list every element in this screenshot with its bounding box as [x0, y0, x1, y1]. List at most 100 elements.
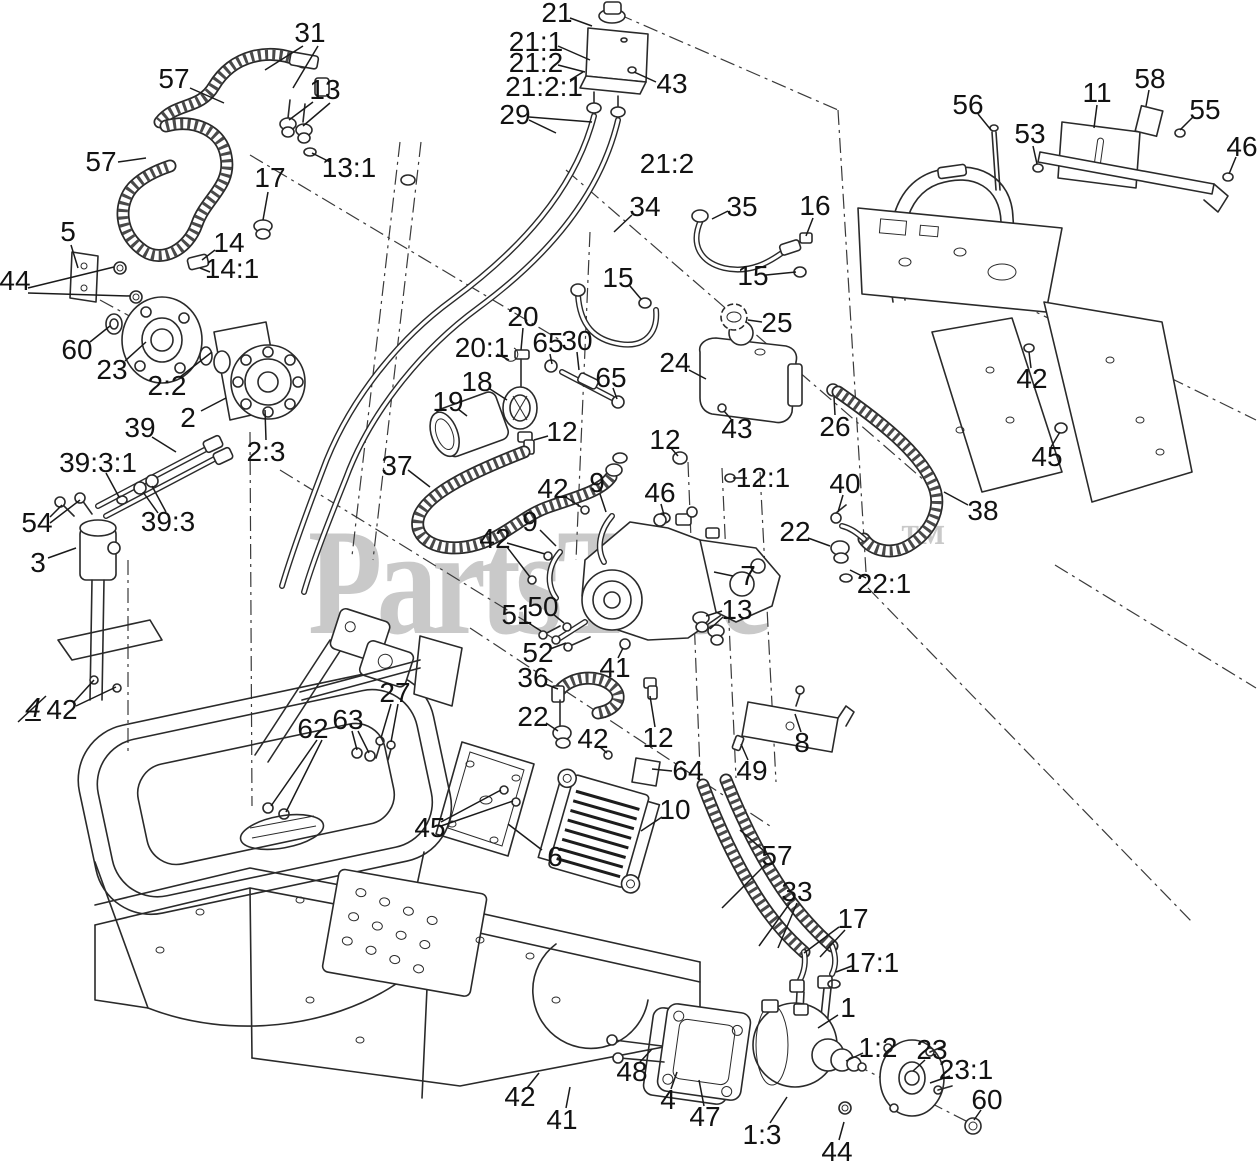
reservoir-24 — [698, 303, 840, 424]
callout-31: 31 — [294, 17, 326, 48]
callout-27: 27 — [379, 677, 411, 708]
hose-37 — [411, 445, 628, 555]
callout-57: 57 — [85, 146, 117, 177]
callout-26: 26 — [819, 411, 851, 442]
callout-46: 46 — [1226, 131, 1258, 162]
callout-12: 12 — [649, 424, 681, 455]
callout-45: 45 — [1031, 441, 1063, 472]
reservoir-21 — [579, 1, 649, 118]
callout-51: 51 — [501, 599, 533, 630]
callout-37: 37 — [381, 450, 413, 481]
hopper — [57, 607, 463, 1027]
hose-57-upper — [153, 48, 310, 129]
callout-36: 36 — [517, 662, 549, 693]
callout-2-3: 2:3 — [246, 436, 286, 467]
callout-4: 4 — [25, 692, 41, 723]
machine-frame-right — [857, 104, 1234, 503]
callout-34: 34 — [629, 191, 661, 222]
callout-49: 49 — [736, 755, 768, 786]
pump-2-assembly — [69, 251, 306, 421]
callout-7: 7 — [740, 560, 756, 591]
callout-30: 30 — [561, 325, 593, 356]
hose-35 — [691, 209, 813, 278]
callout-44: 44 — [821, 1136, 853, 1167]
callout-35: 35 — [726, 191, 758, 222]
callout-12: 12 — [546, 416, 578, 447]
callout-1: 1 — [840, 992, 856, 1023]
callout-6: 6 — [547, 841, 563, 872]
callout-53: 53 — [1014, 118, 1046, 149]
callout-29: 29 — [499, 99, 531, 130]
callout-23: 23 — [96, 354, 128, 385]
callout-3: 3 — [30, 547, 46, 578]
callout-42: 42 — [1016, 363, 1048, 394]
callout-14-1: 14:1 — [204, 253, 260, 284]
hose-57-loop — [116, 117, 234, 262]
callout-47: 47 — [689, 1101, 721, 1132]
callout-40: 40 — [829, 468, 861, 499]
callout-5: 5 — [60, 216, 76, 247]
callout-39-3-1: 39:3:1 — [59, 447, 137, 478]
callout-22: 22 — [517, 701, 549, 732]
hose-38 — [657, 385, 944, 583]
callout-11: 11 — [1082, 77, 1112, 108]
callout-52: 52 — [522, 637, 554, 668]
callout-21-2: 21:2 — [508, 47, 564, 78]
callout-17: 17 — [254, 162, 286, 193]
callout-65: 65 — [595, 362, 627, 393]
callout-21-1: 21:1 — [508, 26, 564, 57]
callout-18: 18 — [461, 366, 493, 397]
callout-20-1: 20:1 — [454, 332, 510, 363]
callout-2: 2 — [180, 402, 196, 433]
callout-15: 15 — [737, 260, 769, 291]
hoses-57-bottom — [696, 773, 841, 1031]
bottom-frame — [94, 867, 701, 1099]
callout-50: 50 — [527, 591, 559, 622]
callout-41: 41 — [599, 652, 631, 683]
callout-4: 4 — [660, 1084, 676, 1115]
callout-60: 60 — [971, 1084, 1003, 1115]
callout-23-1: 23:1 — [938, 1054, 994, 1085]
callout-42: 42 — [46, 694, 78, 725]
callout-44: 44 — [0, 265, 31, 296]
callout-42: 42 — [504, 1081, 536, 1112]
callout-43: 43 — [721, 413, 753, 444]
callout-15: 15 — [602, 262, 634, 293]
callout-57: 57 — [158, 63, 190, 94]
callout-42: 42 — [479, 523, 511, 554]
callout-22: 22 — [779, 516, 811, 547]
callout-16: 16 — [799, 190, 831, 221]
callout-14: 14 — [213, 227, 245, 258]
callout-17-1: 17:1 — [844, 947, 900, 978]
callout-22-1: 22:1 — [856, 568, 912, 599]
callout-9: 9 — [589, 467, 605, 498]
callout-65: 65 — [532, 327, 564, 358]
callout-46: 46 — [644, 477, 676, 508]
hoses-29 — [279, 113, 621, 595]
callout-2-2: 2:2 — [147, 370, 187, 401]
callout-39-3: 39:3 — [140, 506, 196, 537]
callout-56: 56 — [952, 89, 984, 120]
callout-12-1: 12:1 — [735, 462, 791, 493]
callout-13: 13 — [721, 594, 753, 625]
callout-54: 54 — [21, 507, 53, 538]
filter-19 — [429, 347, 625, 458]
callout-9: 9 — [522, 506, 538, 537]
callout-33: 33 — [781, 876, 813, 907]
callout-58: 58 — [1134, 63, 1166, 94]
callout-42: 42 — [537, 473, 569, 504]
callout-13-1: 13:1 — [321, 152, 377, 183]
callout-13: 13 — [309, 74, 341, 105]
callout-64: 64 — [672, 755, 704, 786]
callout-21-2-1: 21:2:1 — [505, 71, 583, 102]
callout-39: 39 — [124, 412, 156, 443]
callout-48: 48 — [616, 1056, 648, 1087]
tube-39-valve-3 — [54, 434, 234, 701]
callout-25: 25 — [761, 307, 793, 338]
callout-21: 21 — [541, 0, 573, 28]
callout-43: 43 — [656, 68, 688, 99]
callout-42: 42 — [577, 723, 609, 754]
callout-24: 24 — [659, 347, 691, 378]
callout-57: 57 — [761, 840, 793, 871]
